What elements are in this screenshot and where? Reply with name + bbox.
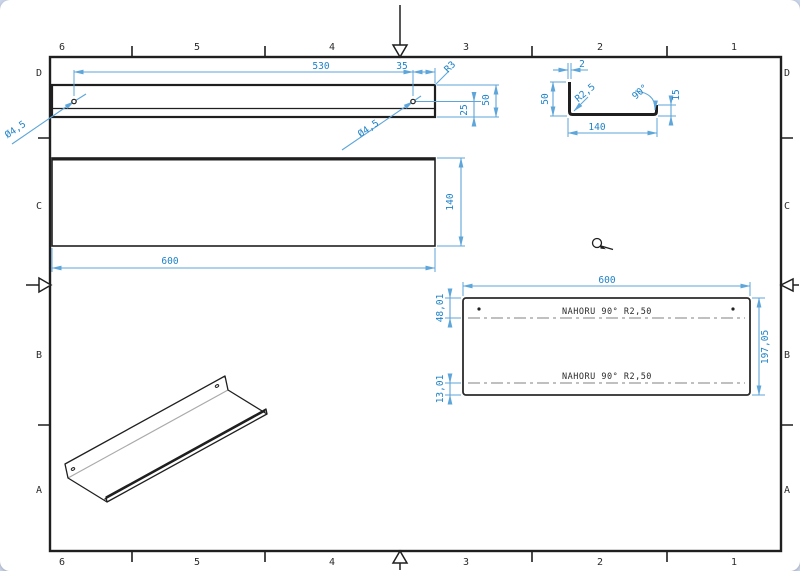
centering-arrow-right: [779, 277, 799, 293]
rotation-symbol-circle: [591, 237, 603, 249]
top-view: 140 600: [51, 157, 465, 272]
isometric-view: [64, 375, 268, 503]
zone-label: 5: [194, 42, 200, 53]
bend-note-bottom: NAHORU 90° R2,50: [562, 372, 652, 382]
zone-label: D: [36, 68, 42, 79]
drawing-frame: 6 5 4 3 2 1 6 5 4 3 2 1 D C B A D C B A: [26, 5, 799, 570]
zone-label: 1: [731, 42, 737, 53]
dim-hole-diameter-right: Ø4,5: [356, 118, 381, 140]
zone-label: A: [784, 485, 790, 496]
zone-label: 2: [597, 557, 603, 568]
zone-label: C: [784, 201, 790, 212]
zone-label: B: [784, 350, 790, 361]
frame-border: [48, 55, 783, 553]
zone-label: 3: [463, 42, 469, 53]
dim-bottom-bend-offset: 13,01: [435, 374, 446, 403]
zone-label: 1: [731, 557, 737, 568]
iso-bend-tangent: [67, 389, 229, 479]
dim-hole-spacing: 530: [312, 61, 329, 72]
zone-label: C: [36, 201, 42, 212]
dim-width: 600: [161, 256, 178, 267]
top-view-outline: [51, 157, 436, 247]
dim-hole-offset: 25: [459, 104, 470, 115]
zone-label: 4: [329, 557, 335, 568]
front-view: 530 35 R3 50 25 Ø4,5 Ø4,5: [3, 59, 499, 151]
iso-hole-right: [214, 384, 220, 388]
zone-column-labels-bottom: 6 5 4 3 2 1: [59, 557, 737, 568]
dim-total-depth: 197,05: [760, 330, 771, 364]
dim-profile-height: 50: [540, 93, 551, 105]
flat-hole-left: [477, 307, 481, 311]
zone-label: 4: [329, 42, 335, 53]
zone-row-labels-right: D C B A: [784, 68, 790, 496]
dim-top-bend-offset: 48,01: [435, 293, 446, 322]
zone-ticks: [38, 46, 793, 562]
dim-hole-to-edge: 35: [396, 61, 407, 72]
zone-column-labels-top: 6 5 4 3 2 1: [59, 42, 737, 53]
dim-bend-radius: R2,5: [573, 82, 598, 105]
flat-pattern-outline: [462, 297, 751, 396]
flat-pattern-dimensions: 600 48,01 13,01 197,05: [435, 275, 771, 405]
flat-pattern-view: NAHORU 90° R2,50 NAHORU 90° R2,50 600 48…: [435, 275, 771, 405]
iso-outline: [64, 375, 268, 503]
dim-flat-width: 600: [598, 275, 615, 286]
zone-label: A: [36, 485, 42, 496]
zone-row-labels-left: D C B A: [36, 68, 42, 496]
dim-hole-diameter-left: Ø4,5: [3, 119, 28, 141]
front-view-dimensions: 530 35 R3 50 25 Ø4,5 Ø4,5: [3, 59, 499, 151]
dim-bend-angle: 90°: [630, 82, 650, 102]
profile-view: 2 50 R2,5 90° 15 140: [540, 59, 682, 137]
zone-label: 3: [463, 557, 469, 568]
zone-label: B: [36, 350, 42, 361]
dim-corner-radius: R3: [442, 59, 458, 75]
iso-hole-left: [70, 467, 76, 471]
centering-arrow-left: [26, 276, 53, 294]
rotation-symbol-arrow: [600, 244, 606, 250]
top-view-dimensions: 140 600: [51, 157, 465, 272]
bend-note-top: NAHORU 90° R2,50: [562, 307, 652, 317]
zone-label: 2: [597, 42, 603, 53]
profile-outline: [568, 82, 658, 116]
centering-arrow-bottom: [391, 549, 409, 570]
mounting-hole-right: [410, 98, 416, 105]
flat-hole-right: [731, 307, 735, 311]
rotation-symbol-tail: [600, 245, 614, 251]
centering-arrow-top: [391, 5, 409, 59]
zone-label: D: [784, 68, 790, 79]
dim-profile-width: 140: [588, 122, 605, 133]
zone-label: 6: [59, 42, 65, 53]
front-view-outline: [50, 83, 437, 119]
dim-lip-height: 15: [671, 89, 682, 100]
profile-dimensions: 2 50 R2,5 90° 15 140: [540, 59, 682, 137]
dim-height: 50: [481, 94, 492, 106]
zone-label: 6: [59, 557, 65, 568]
mounting-hole-left: [71, 98, 77, 105]
zone-label: 5: [194, 557, 200, 568]
dim-depth: 140: [445, 193, 456, 210]
rotation-symbol: [591, 237, 614, 251]
dim-thickness: 2: [579, 59, 585, 70]
